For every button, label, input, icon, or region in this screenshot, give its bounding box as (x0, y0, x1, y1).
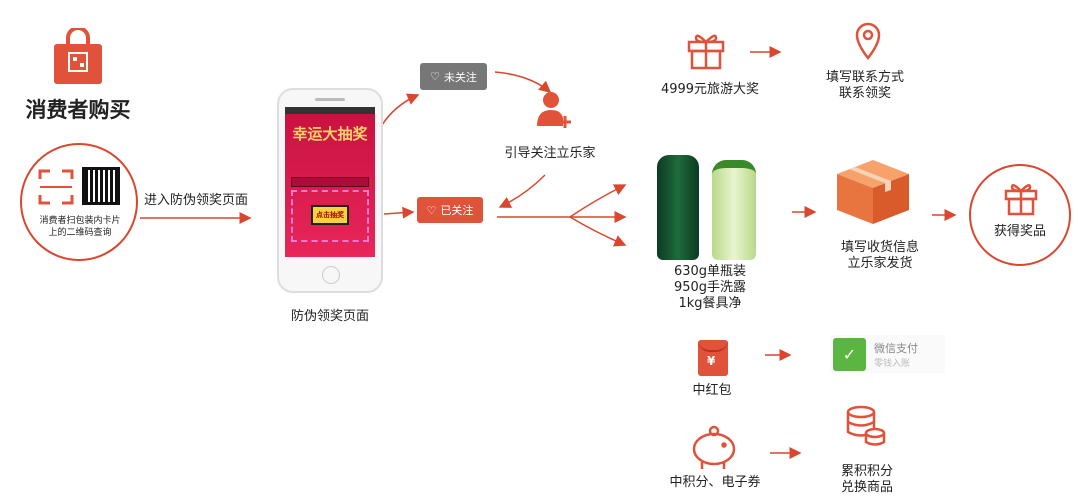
get-prize-circle: 获得奖品 (969, 164, 1071, 266)
not-followed-badge: ♡未关注 (420, 63, 487, 90)
shopping-bag-icon (54, 26, 102, 84)
followed-badge: ♡已关注 (417, 197, 483, 223)
product-bottle-detergent (712, 160, 756, 260)
heart-check-icon: ♡ (426, 203, 437, 217)
get-prize-label: 获得奖品 (993, 224, 1046, 239)
arrow-to-guide (494, 71, 552, 93)
location-pin-icon (855, 22, 881, 61)
lucky-draw-title: 幸运大抽奖 (292, 125, 368, 143)
phone-screen: 幸运大抽奖 点击抽奖 (285, 107, 375, 257)
heart-x-icon: ♡ (430, 70, 440, 83)
add-user-icon (535, 90, 575, 130)
phone-mockup: 幸运大抽奖 点击抽奖 (277, 88, 383, 293)
arrow-to-unfollowed (381, 93, 420, 126)
products-label: 630g单瓶装 950g手洗露 1kg餐具净 (673, 264, 747, 311)
arrow-branch-top (569, 184, 627, 218)
scan-circle: 消费者扫包装内卡片 上的二维码查询 (20, 143, 138, 261)
arrow-to-followed (498, 174, 546, 208)
product-bottle-green (657, 155, 699, 260)
package-box-icon (835, 158, 911, 226)
home-button[interactable] (322, 266, 340, 284)
coins-stack-icon (845, 405, 887, 447)
consumer-purchase-title: 消费者购买 (25, 98, 131, 122)
red-envelope-icon: ¥ (698, 340, 728, 376)
wechat-pay-card: ✓ 微信支付 零钱入账 (830, 335, 945, 373)
scan-icon (38, 169, 74, 205)
travel-prize-label: 4999元旅游大奖 (660, 82, 760, 97)
redeem-label: 累积积分 兑换商品 (840, 464, 893, 495)
guide-follow-label: 引导关注立乐家 (504, 146, 596, 161)
scan-caption: 消费者扫包装内卡片 上的二维码查询 (39, 216, 121, 238)
shipping-info-label: 填写收货信息 立乐家发货 (840, 240, 919, 271)
qr-code-icon (82, 167, 120, 205)
gift-icon (1004, 183, 1038, 216)
wechat-pay-icon: ✓ (833, 338, 866, 371)
phone-caption: 防伪领奖页面 (290, 309, 369, 324)
enter-page-label: 进入防伪领奖页面 (143, 193, 248, 208)
draw-button[interactable]: 点击抽奖 (311, 205, 349, 225)
red-packet-label: 中红包 (692, 383, 732, 398)
arrow-phone-followed (383, 206, 415, 219)
arrow-branch-bottom (569, 216, 627, 247)
gift-icon (686, 30, 726, 70)
piggy-bank-icon (688, 425, 740, 471)
contact-info-label: 填写联系方式 联系领奖 (825, 70, 904, 101)
points-coupon-label: 中积分、电子券 (669, 475, 761, 490)
